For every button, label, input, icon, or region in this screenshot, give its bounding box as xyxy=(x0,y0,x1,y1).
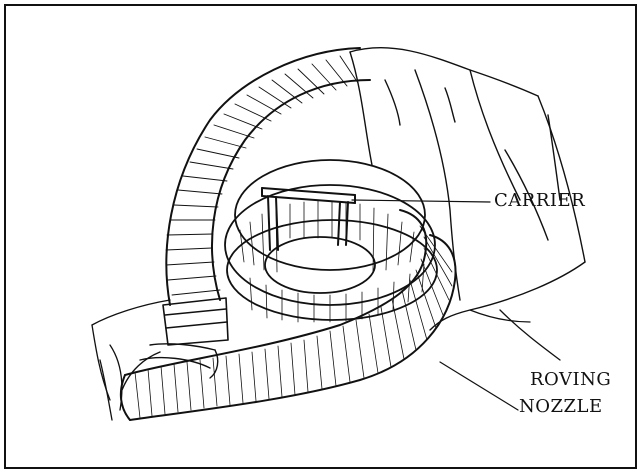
coil-upper xyxy=(225,160,437,320)
hose-lower-ribs xyxy=(135,226,452,418)
hose-upper-arm xyxy=(166,48,370,305)
hose-upper-ribs xyxy=(166,56,358,295)
leader-lines xyxy=(352,200,518,410)
hose-coupling xyxy=(163,298,228,345)
coil-upper-ribs xyxy=(240,201,424,322)
carrier-bracket xyxy=(262,188,355,250)
base-surface xyxy=(92,300,560,420)
background-bag xyxy=(350,48,585,330)
carrier-label: CARRIER xyxy=(494,192,585,210)
roving-label: ROVING xyxy=(530,371,611,389)
nozzle-label: NOZZLE xyxy=(519,398,603,416)
